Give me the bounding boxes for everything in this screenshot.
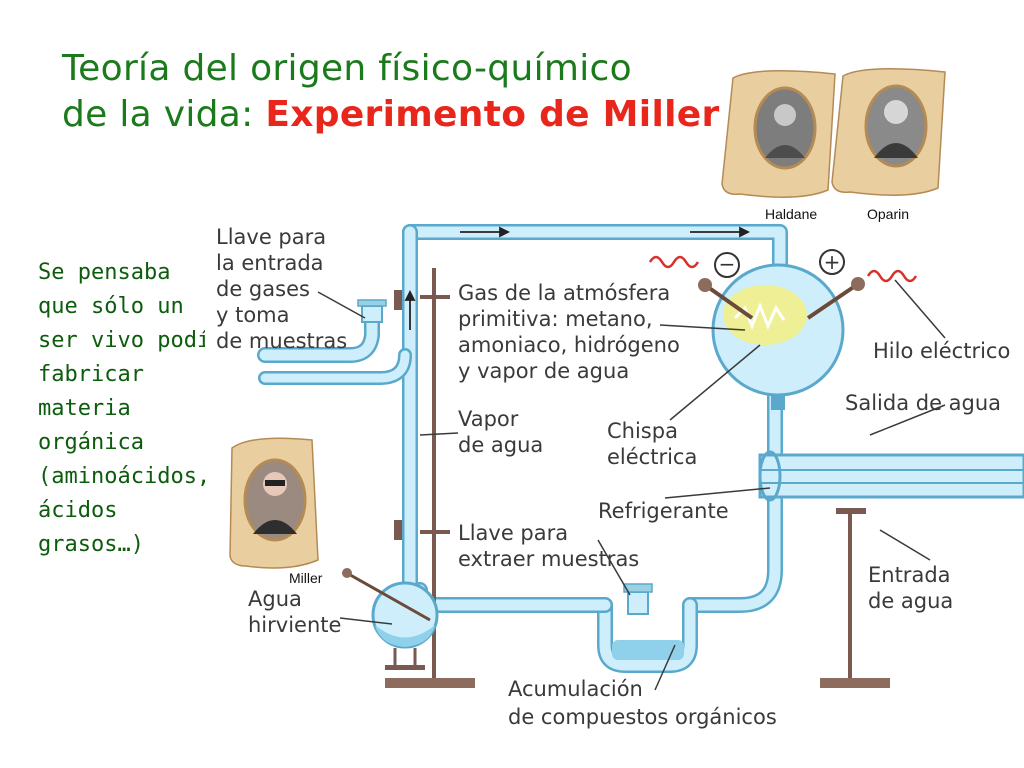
caption-haldane: Haldane — [765, 206, 818, 222]
label-water-inlet: Entrada de agua — [868, 563, 957, 613]
spark-flask — [711, 263, 845, 410]
label-condenser: Refrigerante — [598, 499, 729, 523]
condenser-jacket — [758, 450, 1024, 502]
electrodes — [648, 255, 918, 320]
portrait-oparin — [831, 68, 946, 196]
side-text-line: grasos…) — [38, 532, 144, 557]
side-text-line: (aminoácidos, — [38, 464, 211, 489]
side-text-line: que sólo un — [38, 294, 184, 319]
label-electric-wire: Hilo eléctrico — [873, 339, 1010, 363]
side-text-line: ácidos — [38, 498, 118, 523]
label-gas-inlet: Llave para la entrada de gases y toma de… — [216, 225, 347, 353]
positive-electrode-sign: + — [819, 249, 845, 275]
side-text-block: Se pensaba que sólo un ser vivo podía fa… — [38, 256, 228, 562]
label-boiling-water: Agua hirviente — [248, 587, 341, 637]
title-line-1: Teoría del origen físico-químico — [62, 48, 632, 89]
side-text-line: Se pensaba — [38, 260, 171, 285]
positive-sign-text: + — [824, 250, 841, 274]
label-water-outlet: Salida de agua — [845, 391, 1001, 415]
label-water-vapor: Vapor de agua — [458, 407, 543, 457]
negative-electrode-sign: − — [714, 252, 740, 278]
label-accumulation: Acumulación de compuestos orgánicos — [508, 677, 777, 729]
side-text-line: fabricar — [38, 362, 144, 387]
caption-oparin: Oparin — [867, 206, 910, 222]
portrait-haldane — [721, 70, 836, 198]
leader-lines — [317, 279, 946, 691]
side-text-line: materia — [38, 396, 131, 421]
accumulated-compounds — [612, 640, 684, 660]
gas-inlet-stopcock — [357, 299, 387, 323]
portrait-miller — [229, 437, 319, 569]
negative-sign-text: − — [719, 252, 736, 276]
slide-title: Teoría del origen físico-químico de la v… — [62, 46, 722, 138]
label-electric-spark: Chispa eléctrica — [607, 419, 697, 469]
boiling-flask — [342, 568, 439, 670]
label-sample-extraction: Llave para extraer muestras — [458, 521, 639, 571]
side-text-line: orgánica — [38, 430, 144, 455]
sampling-stopcock — [623, 583, 653, 615]
label-primitive-atmosphere: Gas de la atmósfera primitiva: metano, a… — [458, 281, 687, 383]
flow-arrows — [404, 226, 751, 330]
side-text-line: ser vivo podía — [38, 328, 224, 353]
title-line-2-prefix: de la vida: — [62, 94, 266, 135]
title-line-2-highlight: Experimento de Miller — [265, 94, 720, 135]
caption-miller: Miller — [289, 570, 323, 586]
